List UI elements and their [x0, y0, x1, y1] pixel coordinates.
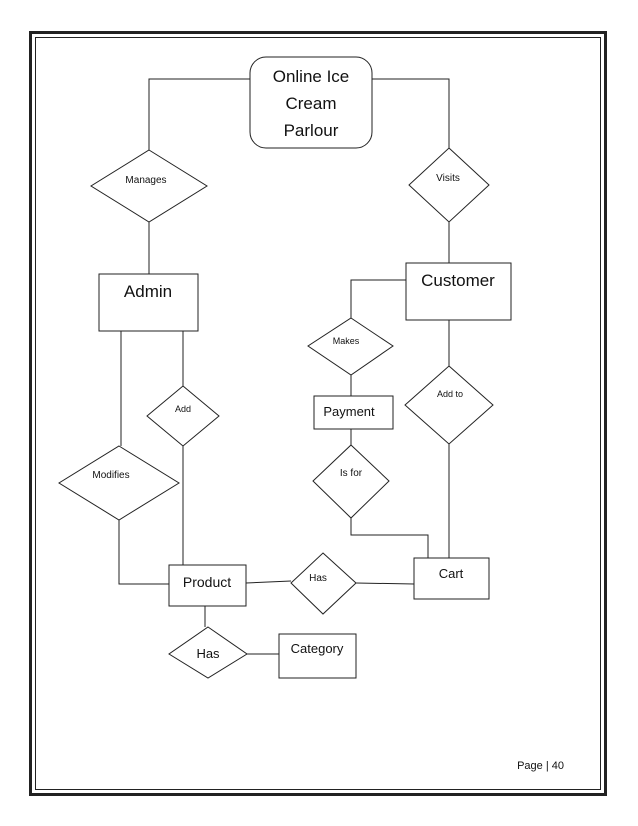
entity-payment-label: Payment — [323, 404, 375, 419]
entity-product — [168, 564, 247, 607]
rel-makes — [307, 317, 394, 376]
rel-is-for-label: Is for — [340, 468, 363, 479]
rel-is-for — [312, 444, 390, 519]
rel-add-to — [404, 365, 494, 445]
entity-cart — [413, 557, 490, 600]
entity-customer-label: Customer — [421, 271, 495, 290]
page-number: Page | 40 — [517, 760, 564, 772]
line-root-manages — [148, 78, 250, 150]
line-has-cart — [355, 582, 415, 585]
entity-online-ice-cream-parlour — [249, 56, 373, 149]
entity-category-label: Category — [291, 641, 344, 656]
rel-manages-label: Manages — [125, 175, 166, 186]
rel-has-cart — [290, 552, 357, 615]
rel-add-to-label: Add to — [437, 389, 463, 399]
line-product-has — [245, 580, 292, 584]
page-border-inner — [35, 37, 601, 790]
rel-has-category — [168, 626, 248, 679]
root-line-3: Parlour — [284, 121, 339, 140]
rel-modifies — [58, 445, 180, 521]
rel-add — [146, 385, 220, 447]
rel-add-label: Add — [175, 404, 191, 414]
rel-visits — [408, 147, 490, 223]
rel-makes-label: Makes — [333, 336, 360, 346]
root-line-1: Online Ice — [273, 67, 350, 86]
line-isfor-cart — [350, 518, 429, 558]
rel-has-category-label: Has — [196, 646, 220, 661]
line-root-visits — [372, 78, 450, 148]
rel-manages — [90, 149, 208, 223]
root-line-2: Cream — [285, 94, 336, 113]
entity-cart-label: Cart — [439, 566, 464, 581]
entity-payment — [313, 395, 394, 430]
rel-modifies-label: Modifies — [92, 470, 129, 481]
page-border-outer — [29, 31, 607, 796]
entity-category — [278, 633, 357, 679]
line-modifies-product — [118, 520, 169, 585]
rel-has-cart-label: Has — [309, 573, 327, 584]
entity-admin — [98, 273, 199, 332]
entity-customer — [405, 262, 512, 321]
rel-visits-label: Visits — [436, 173, 460, 184]
line-customer-makes — [350, 279, 406, 318]
entity-admin-label: Admin — [124, 282, 172, 301]
entity-product-label: Product — [183, 574, 231, 590]
